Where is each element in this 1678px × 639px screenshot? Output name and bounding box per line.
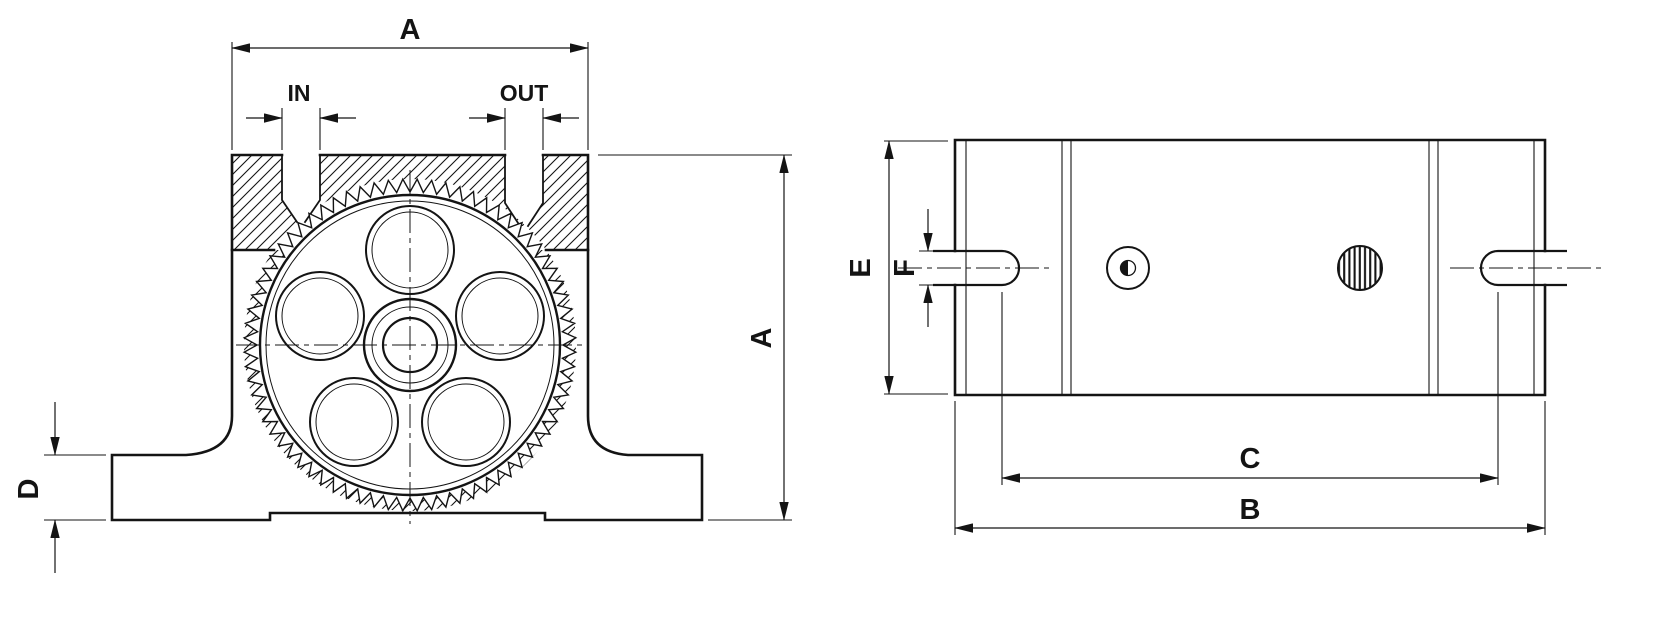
front-view: A IN OUT A D: [13, 14, 792, 573]
dim-label-width-A: A: [400, 14, 421, 46]
housing-outline: [110, 248, 704, 522]
plug-feature: [1106, 246, 1150, 290]
outlet-label: OUT: [500, 80, 549, 106]
dim-inlet: IN: [246, 80, 356, 150]
dim-slot-F: F: [889, 209, 935, 327]
pocket-ball: [281, 277, 359, 355]
pocket-ball: [427, 383, 505, 461]
dim-label-body-E: E: [845, 258, 877, 277]
dim-centers-C: C: [1001, 292, 1499, 485]
pocket-ball: [315, 383, 393, 461]
dim-label-centers-C: C: [1240, 443, 1261, 475]
silencer-feature: [1337, 245, 1383, 291]
dim-outlet: OUT: [469, 80, 579, 150]
pocket: [455, 271, 545, 361]
pocket: [421, 377, 511, 467]
dim-base-D: D: [13, 402, 106, 573]
side-view: E F C B: [845, 138, 1602, 535]
dim-label-slot-F: F: [889, 259, 921, 277]
manifold-outline: [230, 153, 590, 252]
dim-label-length-B: B: [1240, 494, 1261, 526]
outlet-port: [504, 154, 544, 228]
dim-label-base-D: D: [13, 479, 45, 500]
dim-height-A: A: [598, 154, 792, 521]
pocket: [309, 377, 399, 467]
dim-label-height-A: A: [746, 327, 778, 348]
rotor-pockets: [275, 205, 545, 467]
dim-length-B: B: [954, 401, 1546, 535]
dim-width-A: A: [231, 14, 589, 150]
pocket: [275, 271, 365, 361]
body-joint-lines: [965, 140, 1535, 395]
pocket-ball: [461, 277, 539, 355]
inlet-label: IN: [288, 80, 311, 106]
body-outline: [953, 138, 1547, 397]
dim-body-E: E: [845, 140, 948, 395]
